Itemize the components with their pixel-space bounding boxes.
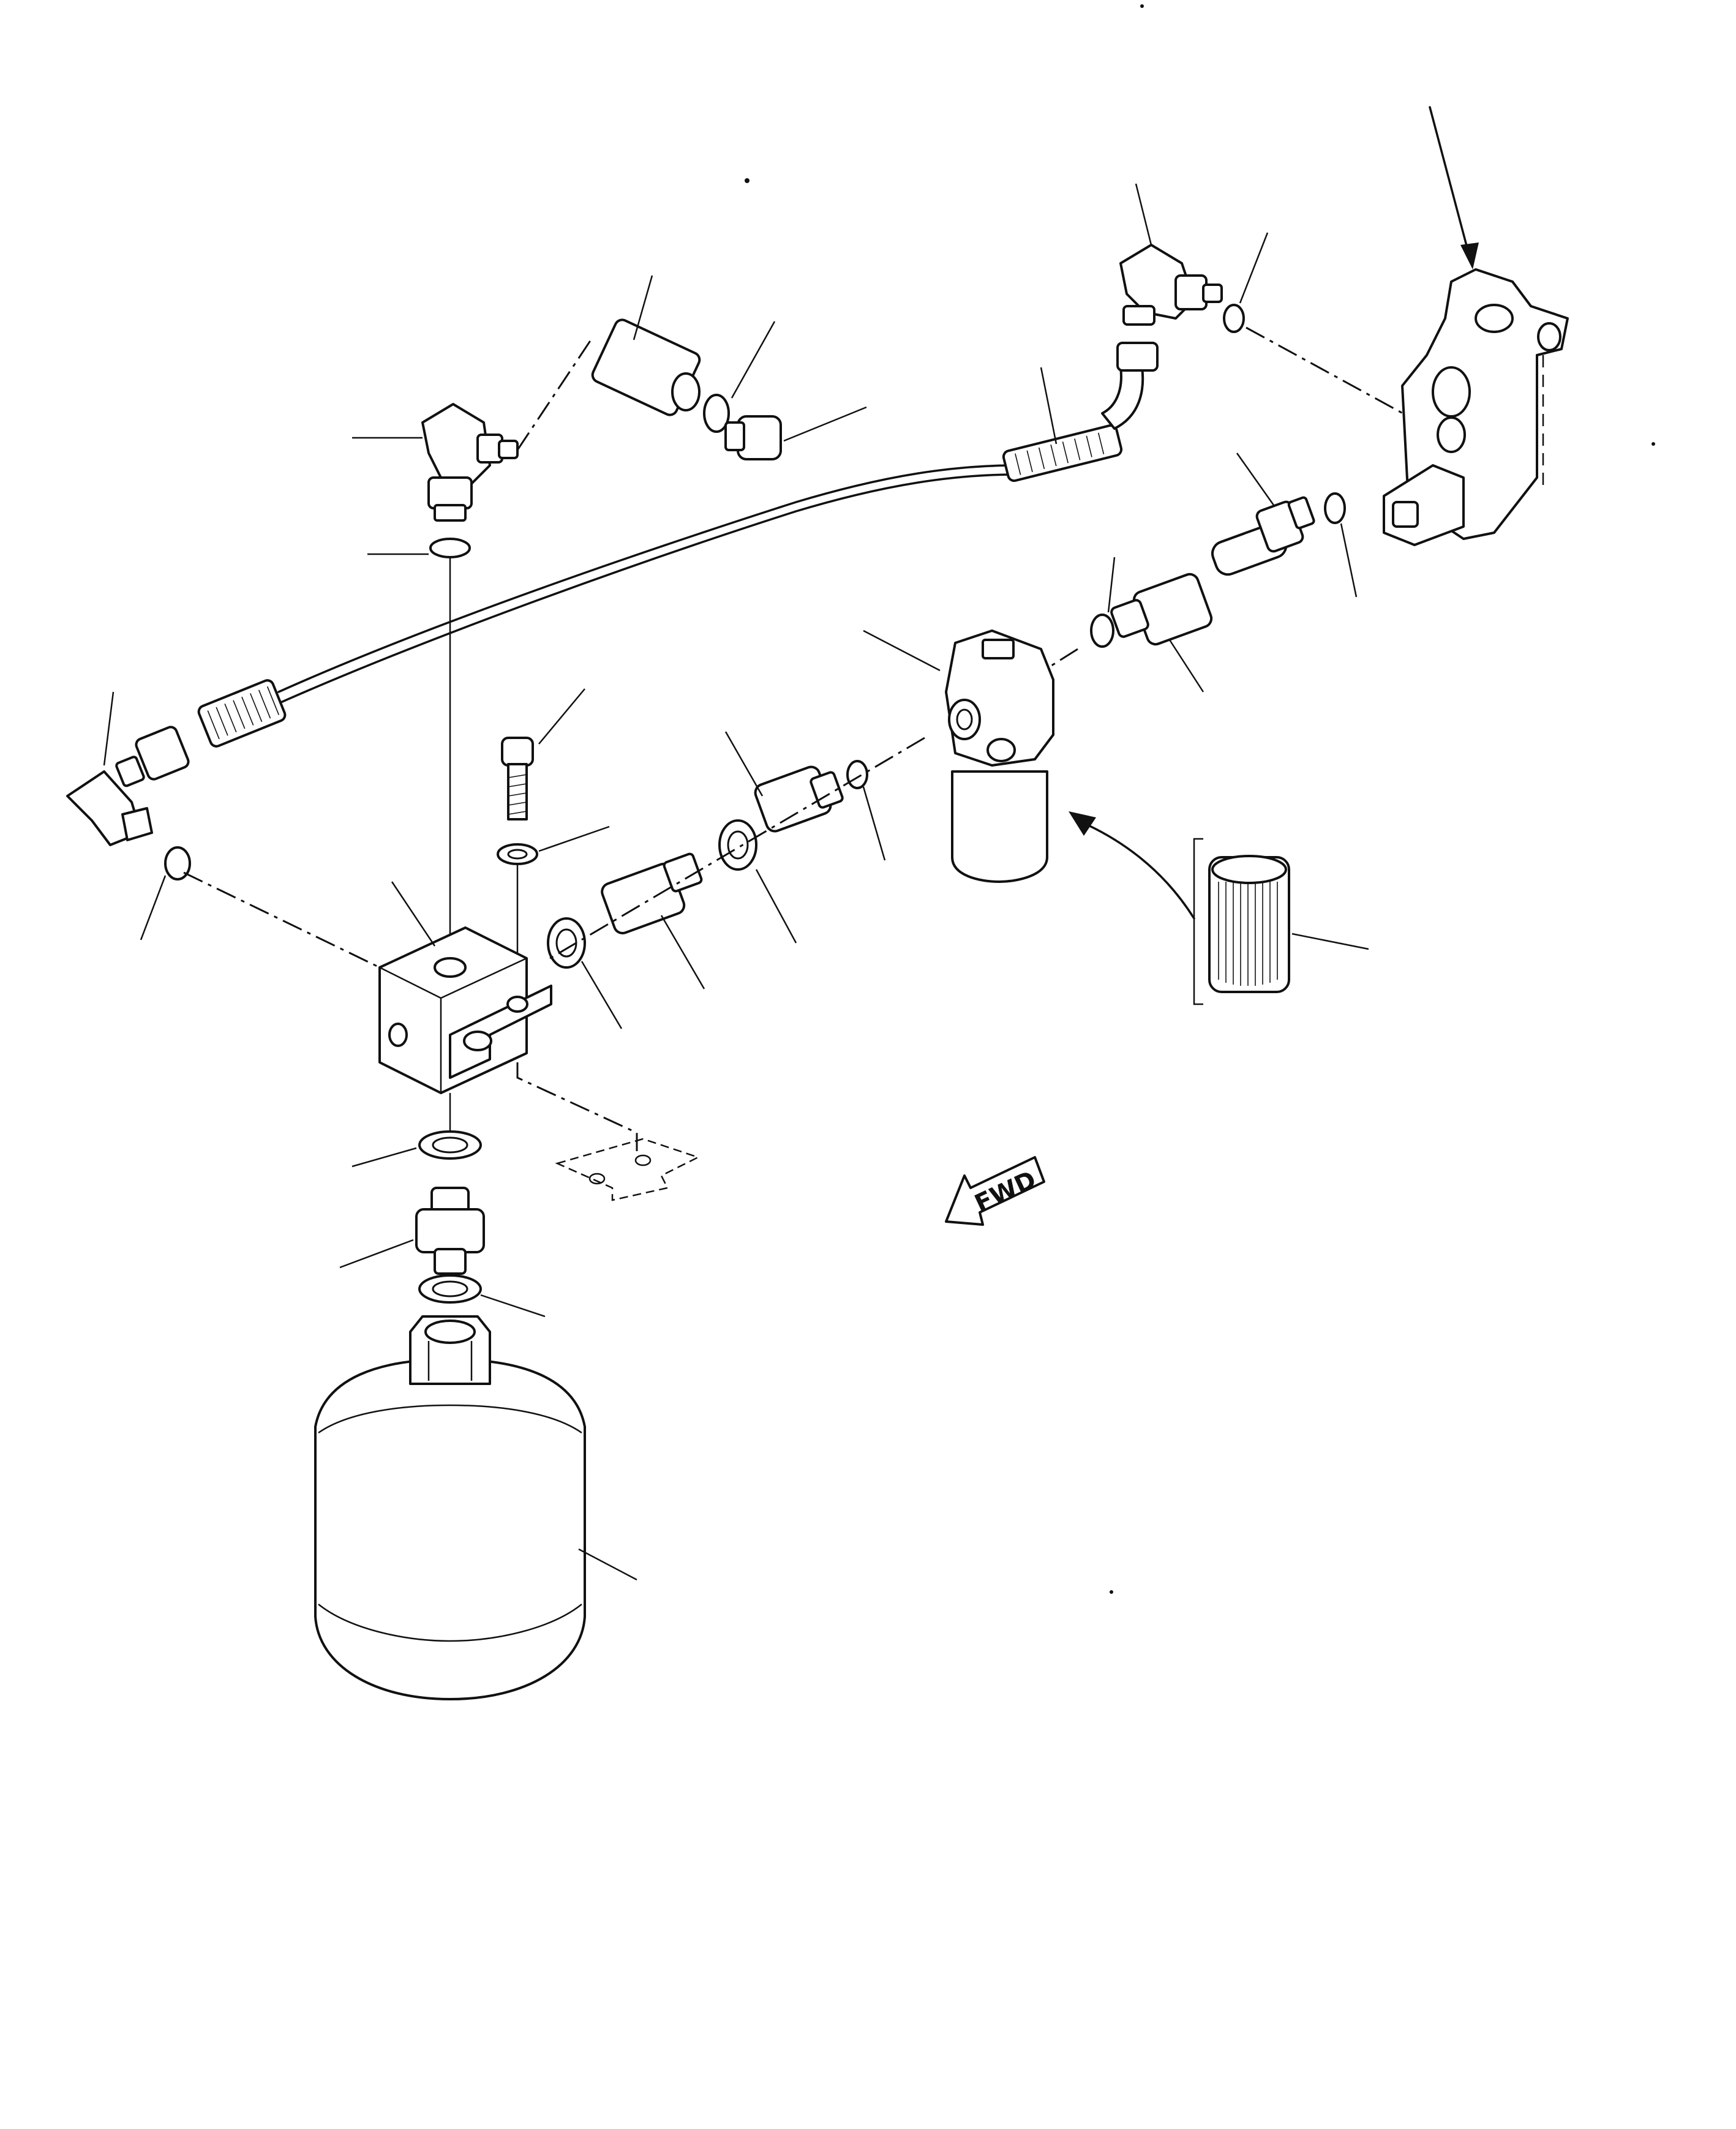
reducer-fitting (754, 765, 844, 833)
o-ring-left (164, 846, 191, 881)
valve-block-arrow (1429, 106, 1479, 269)
filter-element-icon (1193, 838, 1290, 1005)
centerline-left (183, 871, 380, 969)
o-ring-right-top (1223, 304, 1245, 333)
element-arrow (1069, 811, 1195, 920)
plug-fitting (724, 415, 782, 460)
coupling-nut (591, 318, 701, 416)
valve-block-icon (1383, 268, 1569, 546)
mounting-bracket-ref (516, 1062, 701, 1201)
filter-housing-icon (945, 629, 1054, 883)
centerline-upper (516, 339, 592, 451)
fwd-arrow-icon: FWD (945, 1156, 1045, 1226)
o-ring-union (1090, 614, 1114, 648)
right-elbow-fitting (1116, 244, 1223, 372)
union-fitting (1110, 573, 1213, 646)
hose-sleeve-right (1002, 424, 1123, 482)
scan-specks (745, 4, 1655, 1594)
accumulator-icon (314, 1315, 586, 1700)
o-ring-center (846, 760, 868, 789)
lower-adapter (415, 1187, 485, 1275)
check-valve (1211, 496, 1315, 576)
leader-lines (103, 183, 1369, 1581)
upper-elbow-fitting (421, 403, 519, 522)
hose-sleeve-left (197, 679, 287, 748)
manifold-block-icon (378, 926, 552, 1094)
centerline-right-top (1246, 326, 1409, 418)
o-ring-plug (703, 394, 730, 433)
o-ring-valve (1324, 492, 1346, 524)
left-elbow-fitting (66, 726, 190, 846)
bolt (501, 737, 534, 820)
adapter-fitting (601, 852, 703, 934)
o-ring-upper (429, 538, 471, 558)
